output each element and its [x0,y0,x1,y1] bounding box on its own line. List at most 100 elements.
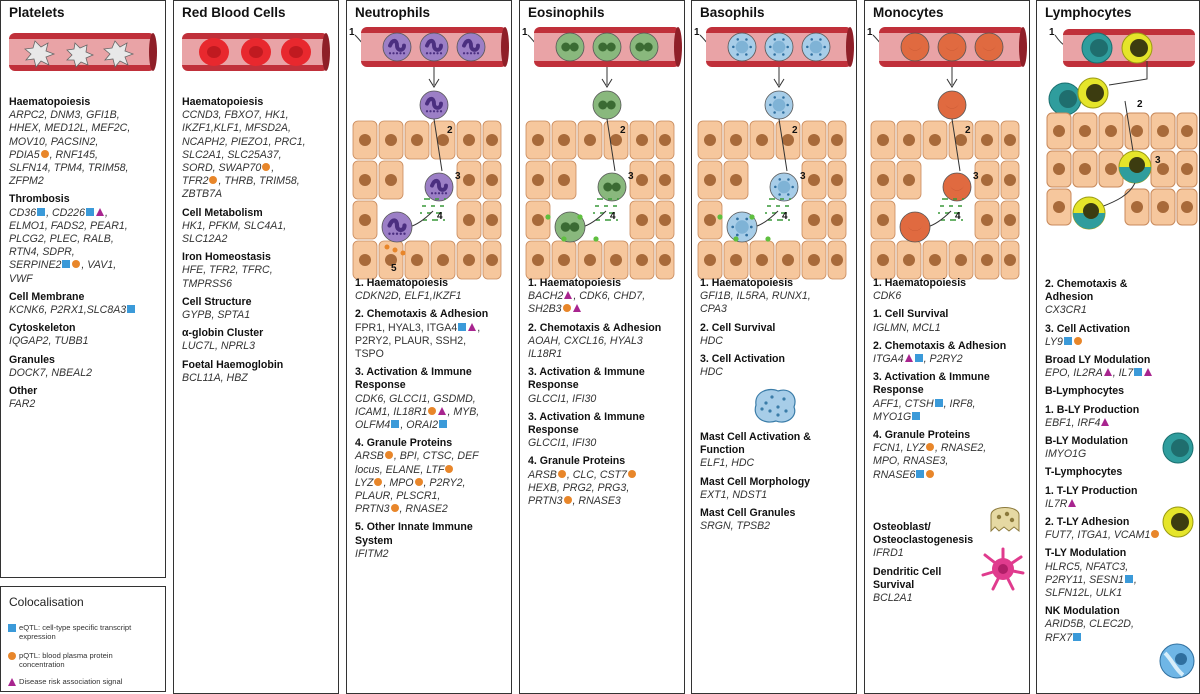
circle-icon [8,652,16,660]
gene-names: KCNK6, P2RX1,SLC8A3 [9,304,161,317]
chemokine-dots [593,198,619,221]
eqtl-square-icon [1124,574,1133,583]
tissue-cells [352,120,502,280]
legend-item-eqtl: eQTL: cell-type specific transcript expr… [7,623,157,641]
step-label: 1 [694,27,700,38]
disease-triangle-icon [1144,368,1153,377]
eosino-cell-icon [592,32,622,62]
legend-item-disease: Disease risk association signal [7,677,157,686]
gene-names: CX3CR1 [1045,304,1087,317]
gene-names: BACH2, CDK6, CHD7,SH2B3 [528,290,646,316]
section-heading: 3. Cell Activation [700,353,785,366]
step-label: 2 [620,125,626,136]
disease-triangle-icon [438,406,447,415]
gene-section: T-Lymphocytes [1045,466,1167,479]
disease-triangle-icon [572,304,581,313]
section-heading: 1. Cell Survival [873,308,949,321]
section-heading: Dendritic Cell Survival [873,565,942,591]
gene-names: CDK6 [873,290,902,303]
dendritic-cell-icon [981,547,1025,591]
step-label: 1 [867,27,873,38]
section-heading: 5. Other Innate Immune System [355,521,473,547]
pqtl-circle-icon [428,406,437,415]
gene-names: FUT7, ITGA1, VCAM1 [1045,529,1167,542]
eosino-cell-icon [629,32,659,62]
red-blood-cell-icon [199,38,311,66]
section-heading: B-LY Modulation [1045,435,1128,448]
section-heading: Broad LY Modulation [1045,354,1151,367]
step-label: 1 [522,27,528,38]
panel-title: Monocytes [873,5,944,20]
tissue-cells [697,120,847,280]
gene-names: FAR2 [9,398,36,411]
gene-names: AFF1, CTSH, IRF8,MYO1G [873,397,976,423]
mono-cell-icon [899,211,931,243]
step-label: 2 [965,125,971,136]
baso-cell-icon [769,172,799,202]
gene-section: B-Lymphocytes [1045,385,1167,398]
chemokine-dots [938,198,964,221]
section-heading: 4. Granule Proteins [873,429,971,442]
section-heading: 2. Chemotaxis & Adhesion [355,308,489,321]
gene-names: HFE, TFR2, TFRC,TMPRSS6 [182,264,273,290]
gene-names: IQGAP2, TUBB1 [9,335,89,348]
gene-names: LUC7L, NPRL3 [182,340,256,353]
step-label: 2 [447,125,453,136]
disease-triangle-icon [468,322,477,331]
gene-names: SRGN, TPSB2 [700,520,771,533]
neutro-cell-icon [419,32,449,62]
mono-cell-icon [942,172,972,202]
pqtl-circle-icon [926,443,935,452]
neutro-cell-icon [382,32,412,62]
gene-names: IFRD1 [873,547,904,560]
gene-names: EPO, IL2RA, IL7 [1045,367,1167,380]
gene-names: BCL11A, HBZ [182,371,248,384]
section-heading: Foetal Haemoglobin [182,358,284,371]
eqtl-square-icon [914,354,923,363]
section-heading: Mast Cell Morphology [700,475,811,488]
pqtl-circle-icon [72,260,81,269]
eqtl-square-icon [62,260,71,269]
section-heading: Cytoskeleton [9,322,76,335]
mono-cell-icon [900,32,930,62]
gene-names: GLCCI1, IFI30 [528,392,597,405]
section-heading: 1. Haematopoiesis [873,277,967,289]
panel-title: Basophils [700,5,765,20]
section-heading: 1. Haematopoiesis [700,277,794,289]
eqtl-square-icon [391,420,400,429]
step-label: 3 [800,171,806,182]
panel-title: Eosinophils [528,5,605,20]
gene-names: FCN1, LYZ, RNASE2,MPO, RNASE3,RNASE6 [873,442,987,481]
migration-diagram: 1 2 3 [1046,27,1198,230]
step-label: 2 [1137,99,1143,110]
section-heading: Cell Structure [182,295,252,308]
neutro-cell-icon [381,211,413,243]
step-label: 3 [455,171,461,182]
gene-names: ARID5B, CLEC2D,RFX7 [1045,618,1134,644]
section-heading: Cell Metabolism [182,206,263,219]
